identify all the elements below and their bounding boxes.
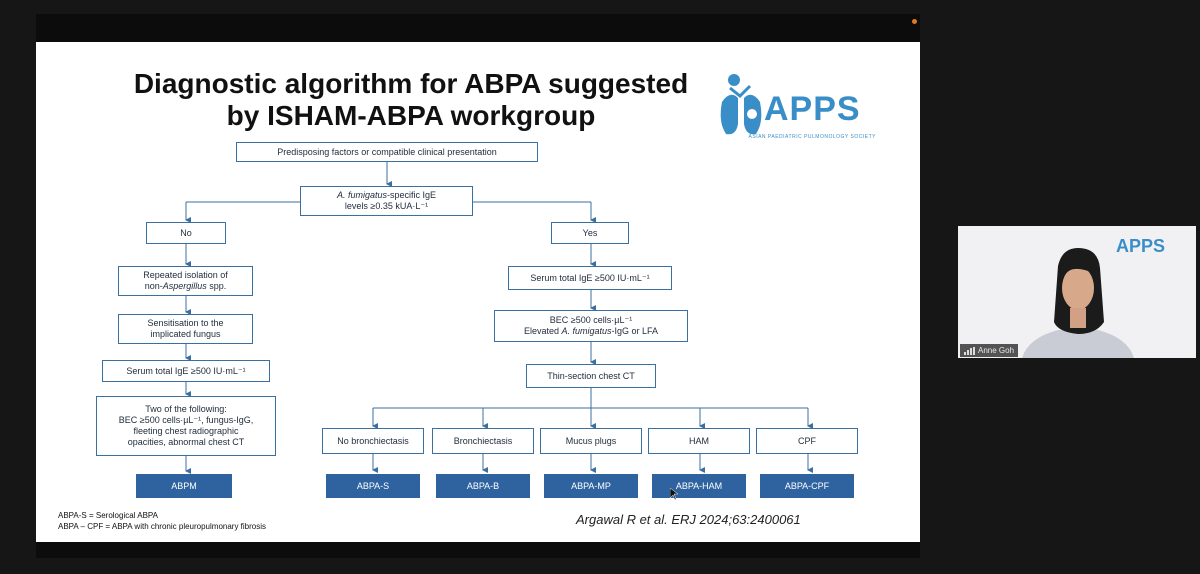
webcam-logo-text: APPS (1116, 236, 1166, 256)
logo-text: APPS (764, 90, 861, 128)
abpa-ham-diagnosis: ABPA-HAM (652, 474, 746, 498)
two-of-following-box: Two of the following:BEC ≥500 cells·µL⁻¹… (96, 396, 276, 456)
bronchiectasis-box: Bronchiectasis (432, 428, 534, 454)
participant-name-label: Anne Goh (960, 344, 1019, 357)
footnote-abpa-s: ABPA-S = Serological ABPA (58, 511, 158, 520)
serum-ige-right-box: Serum total IgE ≥500 IU·mL⁻¹ (508, 266, 672, 290)
apps-logo: APPS ASIAN PAEDIATRIC PULMONOLOGY SOCIET… (716, 68, 876, 148)
abpa-mp-diagnosis: ABPA-MP (544, 474, 638, 498)
footnotes: ABPA-S = Serological ABPA ABPA – CPF = A… (58, 510, 266, 532)
flowchart-connectors (185, 162, 813, 474)
slide-title-line-1: Diagnostic algorithm for ABPA suggested (133, 68, 689, 99)
citation: Argawal R et al. ERJ 2024;63:2400061 (576, 512, 801, 527)
chest-ct-box: Thin-section chest CT (526, 364, 656, 388)
footnote-abpa-cpf: ABPA – CPF = ABPA with chronic pleuropul… (58, 522, 267, 531)
no-box: No (146, 222, 226, 244)
cpf-box: CPF (756, 428, 858, 454)
signal-strength-icon (964, 346, 975, 355)
slide-title-line-2: by ISHAM-ABPA workgroup (226, 100, 596, 131)
predisposing-factors-box: Predisposing factors or compatible clini… (236, 142, 538, 162)
participant-video-feed (1022, 248, 1134, 358)
abpa-s-diagnosis: ABPA-S (326, 474, 420, 498)
yes-box: Yes (551, 222, 629, 244)
no-bronchiectasis-box: No bronchiectasis (322, 428, 424, 454)
participant-video-tile[interactable]: APPS Anne Goh (958, 226, 1196, 358)
abpm-diagnosis: ABPM (136, 474, 232, 498)
serum-ige-left-box: Serum total IgE ≥500 IU·mL⁻¹ (102, 360, 270, 382)
participant-name: Anne Goh (978, 346, 1015, 355)
ham-box: HAM (648, 428, 750, 454)
abpa-b-diagnosis: ABPA-B (436, 474, 530, 498)
lungs-child-icon (720, 74, 762, 135)
recording-indicator-icon (912, 19, 917, 24)
logo-subtitle: ASIAN PAEDIATRIC PULMONOLOGY SOCIETY (748, 134, 876, 140)
mucus-plugs-box: Mucus plugs (540, 428, 642, 454)
abpa-cpf-diagnosis: ABPA-CPF (760, 474, 854, 498)
presentation-slide: Diagnostic algorithm for ABPA suggested … (36, 42, 920, 542)
slide-title: Diagnostic algorithm for ABPA suggested … (106, 68, 716, 132)
mouse-cursor-icon (670, 488, 678, 500)
